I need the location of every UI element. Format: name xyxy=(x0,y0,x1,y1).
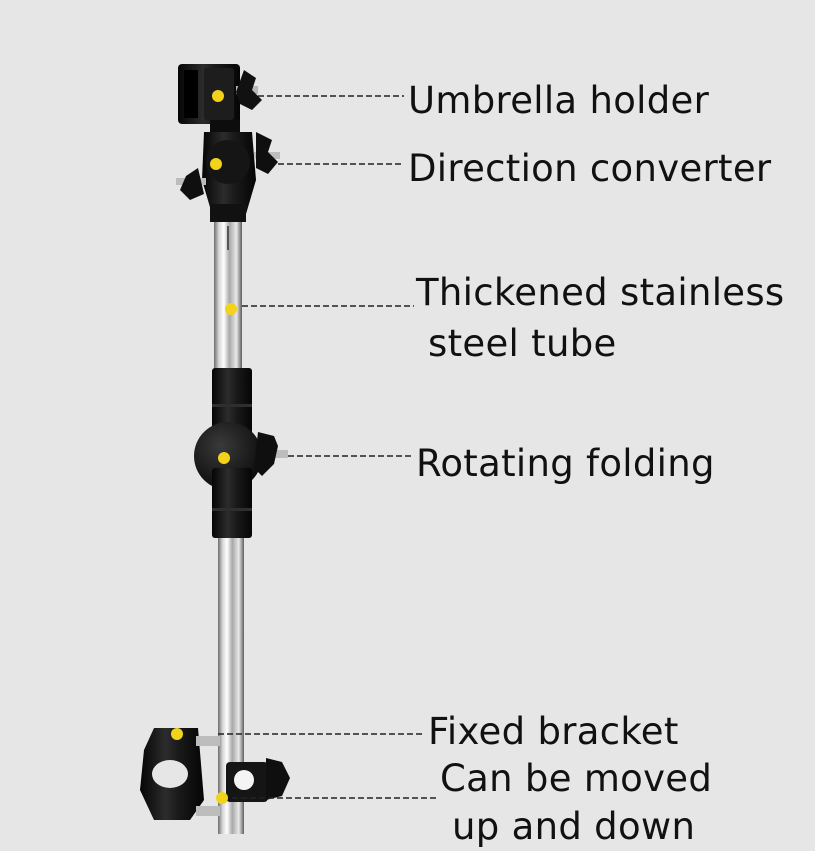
marker-direction-converter xyxy=(210,158,222,170)
fixed-bracket-part xyxy=(140,728,290,820)
marker-umbrella-holder xyxy=(212,90,224,102)
marker-movable-clamp xyxy=(216,792,228,804)
upper-steel-tube xyxy=(214,218,242,378)
label-movable-clamp-line-2: up and down xyxy=(452,805,696,849)
label-umbrella-holder-line-1: Umbrella holder xyxy=(408,79,710,122)
marker-fixed-bracket xyxy=(171,728,183,740)
label-direction-converter-line-1: Direction converter xyxy=(408,147,772,190)
label-rotating-folding: Rotating folding xyxy=(416,438,715,489)
label-umbrella-holder: Umbrella holder xyxy=(408,75,709,126)
label-fixed-bracket-line-1: Fixed bracket xyxy=(428,710,679,753)
leader-lines xyxy=(218,95,436,799)
marker-rotating-folding xyxy=(218,452,230,464)
label-fixed-bracket: Fixed bracket xyxy=(428,706,679,757)
direction-converter-part xyxy=(176,132,280,222)
marker-dots xyxy=(171,90,237,804)
label-steel-tube-line-1: Thickened stainless xyxy=(416,271,785,314)
label-steel-tube: Thickened stainless steel tube xyxy=(416,267,785,369)
label-direction-converter: Direction converter xyxy=(408,143,771,194)
label-rotating-folding-line-1: Rotating folding xyxy=(416,442,715,485)
label-steel-tube-line-2: steel tube xyxy=(428,322,617,366)
label-movable-clamp: Can be moved up and down xyxy=(440,755,712,851)
marker-steel-tube xyxy=(225,303,237,315)
label-movable-clamp-line-1: Can be moved xyxy=(440,757,713,800)
rotating-folding-part xyxy=(194,368,288,538)
